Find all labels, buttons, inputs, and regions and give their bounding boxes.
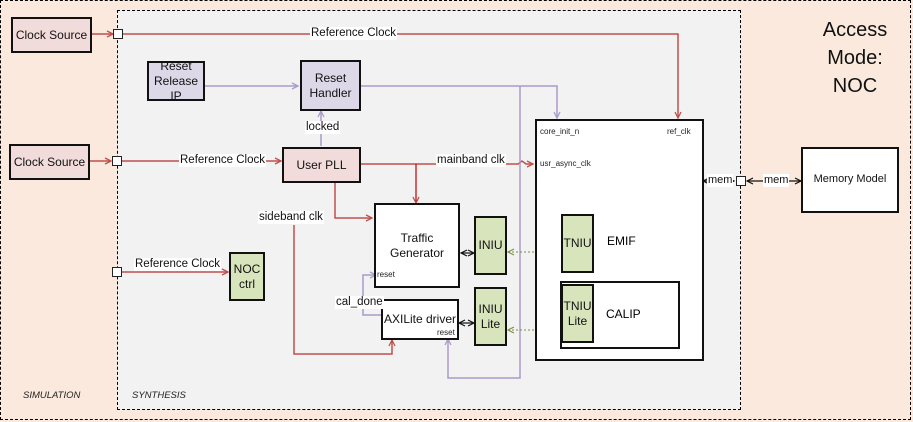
ref-clock-label-bot: Reference Clock [134, 258, 222, 271]
tg-reset-pin: reset [377, 270, 395, 279]
cal-done-label: cal_done [335, 296, 384, 309]
tniu-lite-line2: Lite [567, 313, 588, 328]
port-mem [736, 176, 746, 186]
ref-clock-label-mid: Reference Clock [179, 154, 267, 167]
synthesis-label: SYNTHESIS [132, 390, 186, 401]
port-ref-clock-mid [112, 156, 122, 166]
noc-ctrl[interactable]: NOC ctrl [229, 252, 265, 301]
wire-ref-clock-top [123, 33, 678, 118]
user-pll[interactable]: User PLL [282, 147, 361, 183]
iniu-lite-line1: INIU [478, 301, 503, 316]
clock-source-1[interactable]: Clock Source [11, 17, 92, 53]
tg-line1: Traffic [400, 230, 434, 245]
memory-model[interactable]: Memory Model [801, 147, 899, 213]
pin-ref-clk: ref_clk [667, 127, 691, 136]
access-mode-line1: Access [822, 19, 888, 41]
mem-label-inner: mem [707, 174, 734, 187]
mainband-clk-label: mainband clk [436, 154, 506, 167]
iniu[interactable]: INIU [474, 216, 507, 275]
port-ref-clock-top [113, 29, 123, 39]
reset-handler-line2: Handler [309, 85, 352, 100]
iniu-lite-line2: Lite [480, 316, 501, 331]
clock-source-2[interactable]: Clock Source [9, 144, 90, 180]
access-mode-line2: Mode: [827, 47, 883, 69]
reset-release-line2: Release IP [153, 73, 199, 103]
wire-sideband-axi [293, 225, 392, 355]
reset-release-line1: Reset [160, 58, 192, 73]
access-mode-line3: NOC [832, 75, 878, 97]
axilite-driver[interactable]: AXILite driver [381, 299, 459, 340]
wire-reset-to-axi [448, 86, 521, 379]
wire-sideband [334, 182, 372, 218]
tniu[interactable]: TNIU [561, 214, 594, 273]
calip-label: CALIP [606, 307, 641, 321]
axi-reset-pin: reset [437, 328, 455, 337]
pin-core-init-n: core_init_n [540, 127, 580, 136]
tniu-lite-line1: TNIU [563, 298, 592, 313]
sideband-clk-label: sideband clk [258, 211, 324, 224]
reset-handler-line1: Reset [314, 70, 347, 85]
tg-line2: Generator [389, 245, 445, 260]
mem-label-outer: mem [763, 174, 790, 187]
ref-clock-label-top: Reference Clock [310, 27, 398, 40]
locked-label: locked [305, 121, 341, 134]
wire-cal-done [362, 275, 381, 316]
simulation-label: SIMULATION [23, 390, 81, 401]
emif-label: EMIF [607, 234, 636, 248]
port-ref-clock-bot [112, 267, 122, 277]
wire-reset-handler-out [361, 85, 557, 118]
access-mode-title: Access Mode: NOC [800, 16, 910, 100]
pin-usr-async-clk: usr_async_clk [540, 159, 591, 168]
